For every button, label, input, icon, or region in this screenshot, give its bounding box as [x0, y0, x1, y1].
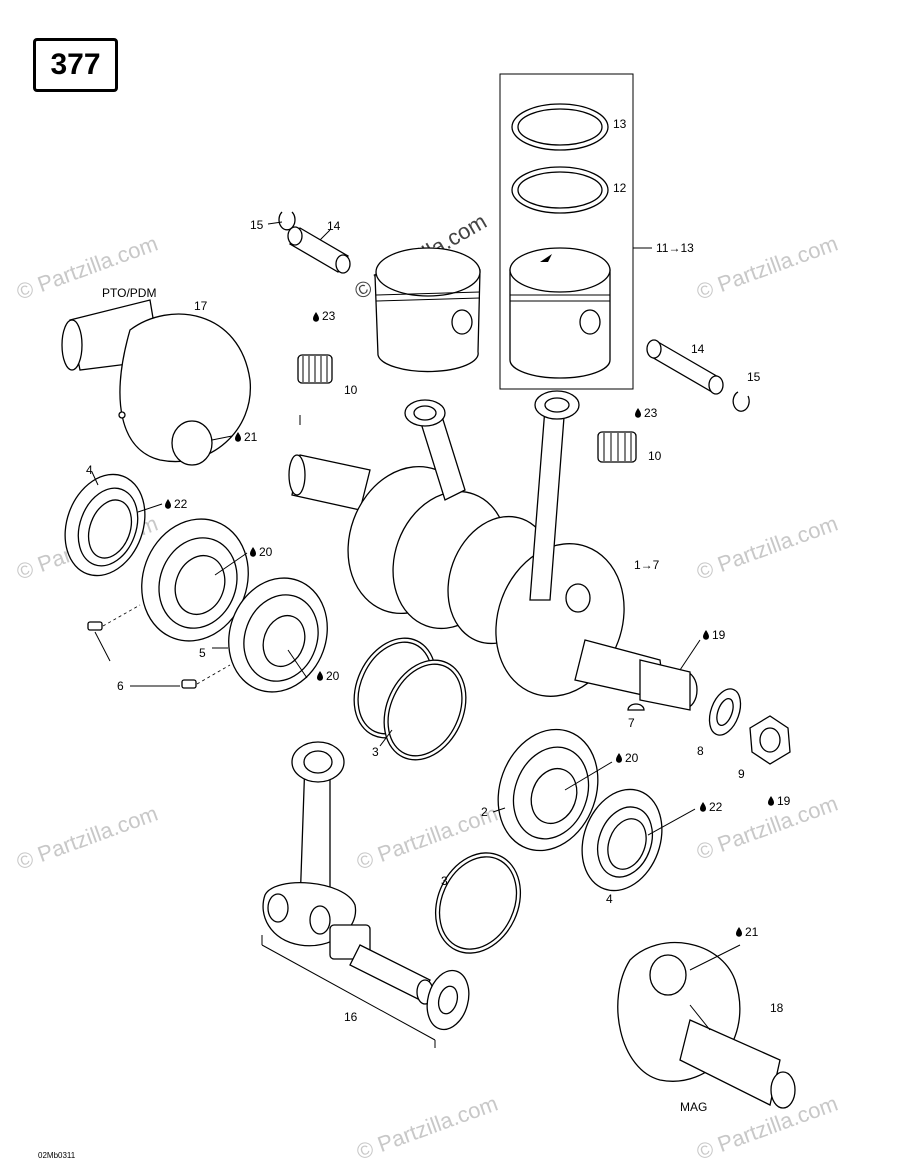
- callout-3b: 3: [441, 874, 448, 888]
- callout-20c: 20: [625, 751, 639, 765]
- callout-22b: 22: [709, 800, 723, 814]
- oil-drop-icon: [165, 499, 171, 509]
- oil-drop-icon: [313, 312, 319, 322]
- oil-drop-icon: [768, 796, 774, 806]
- callout-21a: 21: [244, 430, 258, 444]
- mag-half-crankshaft: [617, 941, 796, 1109]
- callout-11-13: 11→13: [656, 241, 694, 255]
- watermark: © Partzilla.com: [13, 801, 161, 875]
- callout-10b: 10: [648, 449, 662, 463]
- circlip-left: [278, 211, 296, 231]
- callout-4b: 4: [606, 892, 613, 906]
- callout-10a: 10: [344, 383, 358, 397]
- callout-20b: 20: [326, 669, 340, 683]
- oil-seal-mag: [581, 788, 663, 892]
- page-number-box: 377: [33, 38, 118, 92]
- callout-13: 13: [613, 117, 627, 131]
- callout-3a: 3: [372, 745, 379, 759]
- callout-5: 5: [199, 646, 206, 660]
- piston-pin-right: [646, 339, 724, 395]
- diagram-code: 02Mb0311: [38, 1151, 76, 1160]
- ball-bearing-mag: [497, 728, 599, 852]
- piston-left: [374, 247, 481, 373]
- dowel-pins: [87, 604, 231, 689]
- callout-20a: 20: [259, 545, 273, 559]
- o-ring-lower: [434, 852, 522, 954]
- crankshaft-assembly: [288, 390, 698, 711]
- watermark: © Partzilla.com: [693, 511, 841, 585]
- piston-right: [509, 269, 611, 379]
- callout-4a: 4: [86, 463, 93, 477]
- callout-16: 16: [344, 1010, 358, 1024]
- callout-22a: 22: [174, 497, 188, 511]
- ball-bearing-pto-outer: [228, 577, 328, 693]
- oil-drop-icon: [317, 671, 323, 681]
- hex-nut: [749, 715, 791, 765]
- callout-14a: 14: [327, 219, 341, 233]
- callout-7: 7: [628, 716, 635, 730]
- pto-label: PTO/PDM: [102, 286, 156, 300]
- oil-drop-icon: [700, 802, 706, 812]
- oil-drop-icon: [703, 630, 709, 640]
- watermark: © Partzilla.com: [693, 231, 841, 305]
- ball-bearing-pto: [141, 518, 249, 642]
- oil-drop-icon: [635, 408, 641, 418]
- oil-drop-icon: [616, 753, 622, 763]
- lock-washer: [708, 688, 742, 736]
- callout-leaders: [91, 221, 741, 1031]
- callout-18: 18: [770, 1001, 784, 1015]
- callout-23b: 23: [644, 406, 658, 420]
- oil-seal-left: [64, 473, 146, 577]
- callout-17: 17: [194, 299, 208, 313]
- connecting-rod-kit: [261, 741, 470, 1048]
- piston-pin-left: [287, 226, 351, 274]
- callout-labels: 13 12 11→13 15 14 PTO/PDM 17 23 10 14 15…: [38, 117, 791, 1160]
- needle-bearing-right: [597, 431, 637, 463]
- callout-14b: 14: [691, 342, 705, 356]
- callout-9: 9: [738, 767, 745, 781]
- o-rings-upper: [353, 637, 467, 761]
- callout-15a: 15: [250, 218, 264, 232]
- callout-19a: 19: [712, 628, 726, 642]
- oil-drop-icon: [250, 547, 256, 557]
- mag-label: MAG: [680, 1100, 707, 1114]
- callout-2: 2: [481, 805, 488, 819]
- pto-half-crankshaft: [61, 299, 251, 466]
- woodruff-key: [627, 703, 645, 711]
- watermark: © Partzilla.com: [353, 1091, 501, 1165]
- oil-drop-icon: [736, 927, 742, 937]
- callout-19b: 19: [777, 794, 791, 808]
- callout-23a: 23: [322, 309, 336, 323]
- callout-8: 8: [697, 744, 704, 758]
- callout-21b: 21: [745, 925, 759, 939]
- needle-bearing-left: [297, 354, 333, 384]
- callout-15b: 15: [747, 370, 761, 384]
- callout-1-7: 1→7: [634, 558, 660, 572]
- circlip-right: [732, 391, 750, 412]
- piston-kit-box: [499, 73, 652, 390]
- callout-12: 12: [613, 181, 627, 195]
- callout-6: 6: [117, 679, 124, 693]
- oil-drop-icon: [235, 432, 241, 442]
